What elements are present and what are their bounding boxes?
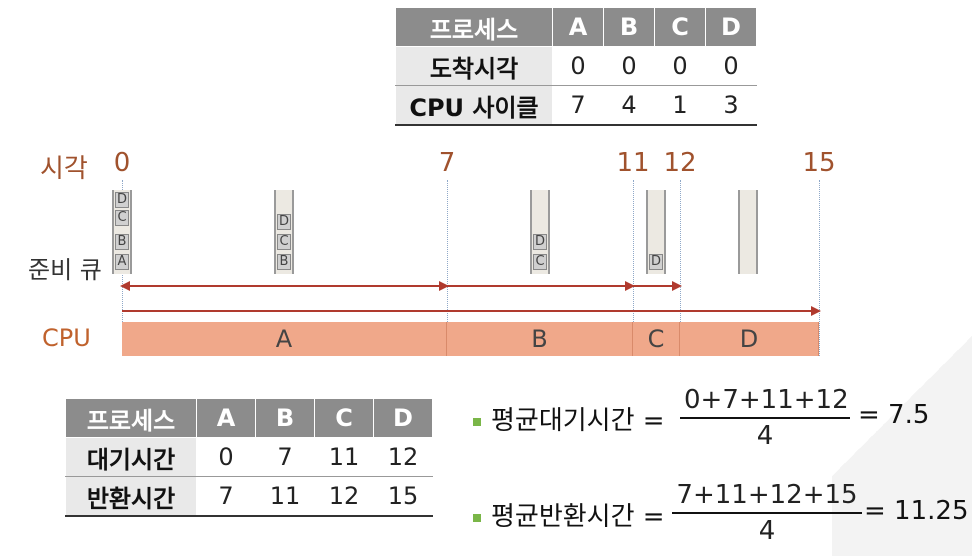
table-cell: 0 xyxy=(705,46,757,86)
arrow-head-right xyxy=(439,281,449,291)
header-cell: 프로세스 xyxy=(395,7,553,47)
result-table: 프로세스 A B C D 대기시간 0 7 11 12 반환시간 7 11 12… xyxy=(65,398,433,517)
ready-queue: D C xyxy=(530,190,550,274)
table-cell: 12 xyxy=(314,476,374,517)
header-cell: D xyxy=(705,7,757,47)
table-cell: 15 xyxy=(373,476,433,517)
arrow-head-left xyxy=(120,281,130,291)
table-cell: 7 xyxy=(552,85,604,126)
table-cell: 0 xyxy=(603,46,655,86)
header-cell: 프로세스 xyxy=(65,398,197,438)
queue-item: D xyxy=(277,214,291,230)
avg-wait-result: = 7.5 xyxy=(858,400,930,430)
avg-turnaround-fraction: 7+11+12+15 4 xyxy=(672,480,862,546)
arrow-head-right xyxy=(811,306,821,316)
time-tick: 7 xyxy=(438,148,456,178)
queue-item: C xyxy=(115,210,129,226)
arrow-head-right xyxy=(672,281,682,291)
queue-item: C xyxy=(533,254,547,270)
time-tick: 15 xyxy=(802,148,836,178)
header-cell: A xyxy=(552,7,604,47)
queue-item: D xyxy=(649,254,663,270)
gantt-segment: D xyxy=(680,322,819,356)
header-cell: B xyxy=(603,7,655,47)
ready-queue-label: 준비 큐 xyxy=(28,256,102,284)
avg-wait-formula-label: 평균대기시간 = xyxy=(473,400,665,437)
table-cell: 4 xyxy=(603,85,655,126)
table-row: 도착시각 0 0 0 0 xyxy=(395,46,757,86)
fraction-numerator: 0+7+11+12 xyxy=(680,385,850,419)
arrow-head-right xyxy=(625,281,635,291)
table-cell: 11 xyxy=(314,437,374,477)
time-tick: 11 xyxy=(616,148,650,178)
header-cell: A xyxy=(196,398,256,438)
avg-turnaround-formula-label: 평균반환시간 = xyxy=(473,496,665,533)
table-cell: 12 xyxy=(373,437,433,477)
table-row: 대기시간 0 7 11 12 xyxy=(65,437,433,477)
process-info-table: 프로세스 A B C D 도착시각 0 0 0 0 CPU 사이클 7 4 1 … xyxy=(395,7,757,126)
time-guide-line xyxy=(633,180,634,356)
header-cell: B xyxy=(255,398,315,438)
table-header-row: 프로세스 A B C D xyxy=(395,7,757,47)
queue-item: D xyxy=(533,234,547,250)
ready-queue: D C B A xyxy=(112,190,132,274)
formula-label: 평균반환시간 = xyxy=(491,502,665,532)
ready-queue xyxy=(738,190,758,274)
cpu-label: CPU xyxy=(42,324,91,352)
table-cell: 11 xyxy=(255,476,315,517)
table-cell: 0 xyxy=(654,46,706,86)
header-cell: C xyxy=(654,7,706,47)
fraction-denominator: 4 xyxy=(758,516,776,546)
fraction-numerator: 7+11+12+15 xyxy=(672,480,862,514)
waiting-arrow xyxy=(120,281,449,291)
time-guide-line xyxy=(819,180,820,356)
header-cell: C xyxy=(314,398,374,438)
avg-wait-fraction: 0+7+11+12 4 xyxy=(680,385,850,451)
formula-label: 평균대기시간 = xyxy=(491,406,665,436)
bullet-icon xyxy=(473,417,481,426)
table-header-row: 프로세스 A B C D xyxy=(65,398,433,438)
time-axis-label: 시각 xyxy=(40,154,88,184)
table-row: CPU 사이클 7 4 1 3 xyxy=(395,85,757,126)
ready-queue: D C B xyxy=(274,190,294,274)
gantt-segment: B xyxy=(447,322,633,356)
row-label: 도착시각 xyxy=(395,46,553,86)
waiting-arrow xyxy=(633,281,682,291)
table-cell: 0 xyxy=(552,46,604,86)
queue-item: D xyxy=(115,192,129,208)
table-cell: 3 xyxy=(705,85,757,126)
table-cell: 0 xyxy=(196,437,256,477)
fraction-denominator: 4 xyxy=(756,421,774,451)
turnaround-arrow xyxy=(122,306,821,316)
time-tick: 0 xyxy=(113,148,131,178)
queue-item: B xyxy=(277,254,291,270)
gantt-segment: C xyxy=(633,322,680,356)
table-row: 반환시간 7 11 12 15 xyxy=(65,476,433,517)
row-label: CPU 사이클 xyxy=(395,85,553,126)
waiting-arrow xyxy=(447,281,635,291)
row-label: 반환시간 xyxy=(65,476,197,517)
header-cell: D xyxy=(373,398,433,438)
row-label: 대기시간 xyxy=(65,437,197,477)
queue-item: C xyxy=(277,234,291,250)
table-cell: 1 xyxy=(654,85,706,126)
gantt-segment: A xyxy=(122,322,447,356)
table-cell: 7 xyxy=(196,476,256,517)
table-cell: 7 xyxy=(255,437,315,477)
time-tick: 12 xyxy=(663,148,697,178)
time-guide-line xyxy=(447,180,448,356)
ready-queue: D xyxy=(646,190,666,274)
avg-turnaround-result: = 11.25 xyxy=(864,496,969,526)
time-guide-line xyxy=(680,180,681,356)
queue-item: A xyxy=(115,254,129,270)
bullet-icon xyxy=(473,513,481,522)
queue-item: B xyxy=(115,234,129,250)
background-decoration xyxy=(832,256,972,556)
